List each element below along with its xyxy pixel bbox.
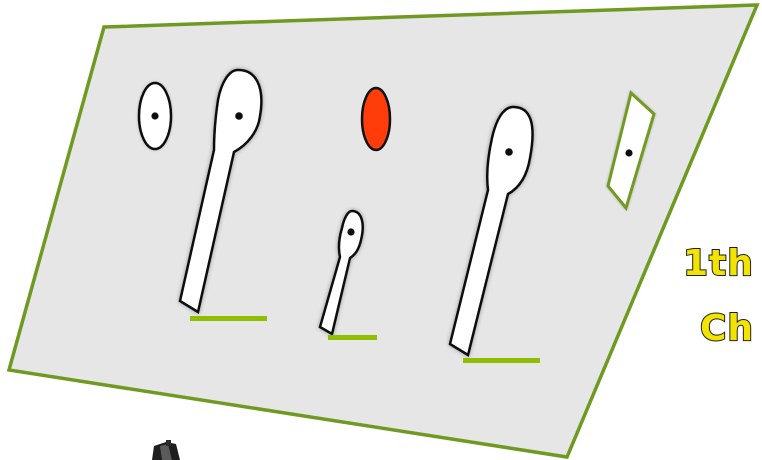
- parallelogram-marker: [606, 90, 656, 212]
- center-dot: [151, 112, 159, 120]
- green-baseline-1: [190, 316, 267, 321]
- red-ellipse: [360, 86, 392, 152]
- spoon-shape-1: [178, 68, 263, 314]
- spoon-shape-3: [448, 105, 534, 357]
- center-dot: [625, 149, 633, 157]
- oval-marker-left: [137, 81, 173, 151]
- center-dot: [347, 228, 355, 236]
- figure-icon: [152, 440, 180, 460]
- caption-line-1: 1th: [683, 243, 754, 284]
- tilted-plane: [6, 3, 760, 459]
- spoon-shape-2: [318, 209, 364, 336]
- green-baseline-2: [328, 335, 377, 340]
- center-dot: [505, 148, 513, 156]
- center-dot: [235, 112, 243, 120]
- caption-line-2: Ch: [700, 308, 754, 349]
- green-baseline-3: [463, 358, 540, 363]
